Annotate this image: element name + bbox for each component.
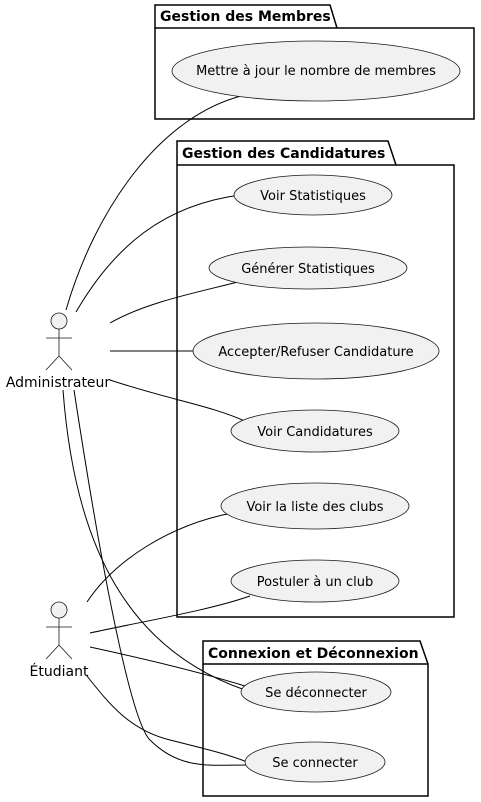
actor-head-icon [50,312,68,330]
actor-label-administrateur: Administrateur [6,375,111,391]
assoc-admin-logout [62,389,246,691]
use-case-label-update-members: Mettre à jour le nombre de membres [196,64,436,79]
use-case-logout: Se déconnecter [240,671,392,713]
use-case-label-view-stats: Voir Statistiques [260,189,366,204]
associations [62,94,251,766]
use-case-view-stats: Voir Statistiques [233,174,393,216]
actor-head-icon [50,601,68,619]
assoc-admin-login [73,389,248,766]
assoc-student-login [86,675,248,763]
use-case-label-generate-stats: Générer Statistiques [241,262,375,277]
use-case-view-applications: Voir Candidatures [230,409,400,453]
actor-etudiant: Étudiant [30,601,89,680]
actor-administrateur: Administrateur [6,312,111,391]
package-title-connexion: Connexion et Déconnexion [208,646,419,662]
use-case-label-view-applications: Voir Candidatures [257,425,373,440]
assoc-admin-update-members [65,94,246,311]
package-title-membres: Gestion des Membres [160,9,331,25]
assoc-admin-view-stats [75,194,241,313]
assoc-admin-view-applications [109,379,248,423]
use-case-accept-refuse: Accepter/Refuser Candidature [192,322,440,380]
package-title-candidatures: Gestion des Candidatures [182,146,385,162]
assoc-admin-generate-stats [109,279,246,324]
use-case-apply-club: Postuler à un club [230,559,400,603]
use-case-generate-stats: Générer Statistiques [208,246,408,290]
use-case-label-login: Se connecter [272,756,358,771]
use-case-view-clubs: Voir la liste des clubs [220,482,410,530]
use-case-label-logout: Se déconnecter [265,686,367,701]
actor-label-etudiant: Étudiant [30,663,89,680]
use-case-label-accept-refuse: Accepter/Refuser Candidature [218,345,413,360]
use-case-label-apply-club: Postuler à un club [257,575,374,590]
assoc-student-apply-club [89,595,251,634]
use-case-label-view-clubs: Voir la liste des clubs [246,500,383,515]
use-cases: Mettre à jour le nombre de membres Voir … [171,40,461,783]
use-case-update-members: Mettre à jour le nombre de membres [171,40,461,102]
assoc-student-logout [89,646,246,687]
use-case-login: Se connecter [244,741,386,783]
assoc-student-view-clubs [86,512,233,603]
